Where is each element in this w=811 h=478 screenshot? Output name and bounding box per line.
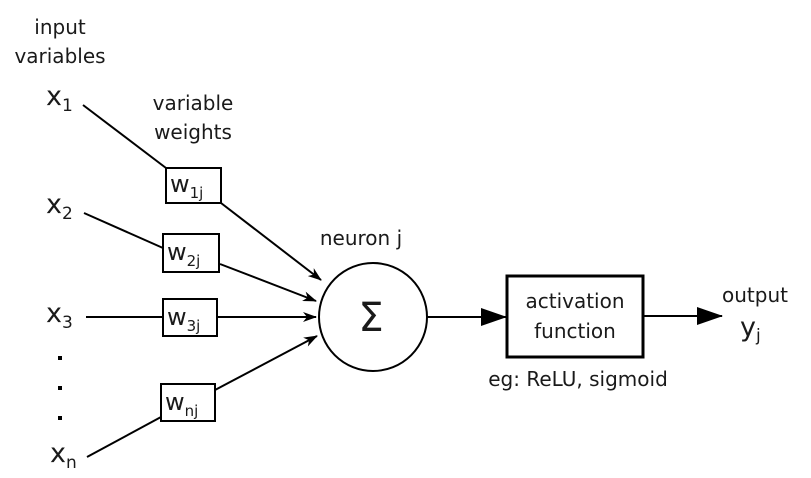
output-label: output	[722, 283, 788, 307]
input-subscript: 2	[62, 204, 73, 224]
connection-x2-w2j	[83, 212, 164, 249]
input-symbol: x	[50, 438, 66, 469]
weight-subscript: nj	[185, 402, 199, 420]
svg-text:w1j: w1j	[170, 170, 203, 202]
input-subscript: 1	[62, 96, 73, 116]
neuron-label: neuron j	[320, 226, 402, 250]
neuron-sum-node: Σ	[318, 262, 428, 372]
input-xn: xn	[50, 438, 77, 473]
input-symbol: x	[46, 189, 62, 220]
weight-box-w2j: w2j	[162, 233, 220, 273]
weight-subscript: 1j	[190, 184, 204, 202]
weight-box-w1j: w1j	[165, 167, 222, 204]
connection-x1-w1j	[82, 104, 167, 169]
svg-text:x2: x2	[46, 189, 73, 224]
weight-symbol: w	[167, 303, 187, 331]
input-x2: x2	[46, 189, 73, 224]
svg-text:x3: x3	[46, 298, 73, 333]
input-subscript: 3	[62, 313, 73, 333]
input-symbol: x	[46, 298, 62, 329]
activation-label-line2: function	[534, 319, 616, 343]
weight-box-w3j: w3j	[162, 298, 218, 337]
svg-text:x1: x1	[46, 81, 73, 116]
input-variables-label-line1: input	[34, 15, 86, 39]
variable-weights-label-line1: variable	[153, 91, 234, 115]
ellipsis-dots	[58, 356, 62, 420]
input-x3: x3	[46, 298, 73, 333]
weight-symbol: w	[165, 388, 185, 416]
variable-weights-label-line2: weights	[154, 120, 232, 144]
weight-symbol: w	[170, 170, 190, 198]
output-yj: yj	[740, 312, 761, 346]
arrow-w2j-to-neuron	[219, 263, 317, 302]
connection-xn-wnj	[86, 416, 162, 458]
arrow-w1j-to-neuron	[220, 202, 322, 281]
activation-examples: eg: ReLU, sigmoid	[488, 367, 668, 391]
svg-text:wnj: wnj	[165, 388, 198, 420]
activation-label-line1: activation	[525, 289, 624, 313]
weight-symbol: w	[167, 238, 187, 266]
input-variables-label-line2: variables	[14, 44, 105, 68]
input-symbol: x	[46, 81, 62, 112]
arrow-wnj-to-neuron	[214, 335, 318, 391]
output-symbol: y	[740, 312, 756, 343]
input-x1: x1	[46, 81, 73, 116]
weight-box-wnj: wnj	[160, 383, 216, 422]
sigma-icon: Σ	[358, 295, 383, 341]
weight-subscript: 2j	[187, 252, 201, 270]
svg-text:w3j: w3j	[167, 303, 200, 335]
svg-text:yj: yj	[740, 312, 761, 346]
weight-subscript: 3j	[187, 317, 201, 335]
activation-function-box: activation function	[505, 274, 645, 359]
input-subscript: n	[66, 453, 77, 473]
svg-text:w2j: w2j	[167, 238, 200, 270]
svg-text:xn: xn	[50, 438, 77, 473]
output-subscript: j	[755, 326, 761, 346]
